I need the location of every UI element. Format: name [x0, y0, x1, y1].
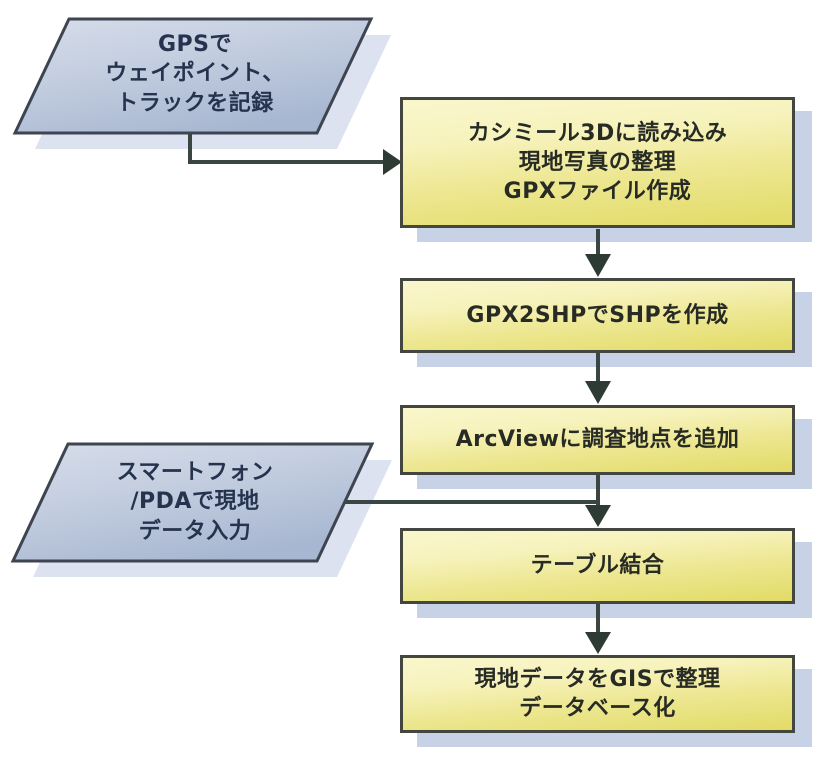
- arrowhead-into-step4: [585, 505, 611, 527]
- process-box-gis-database: 現地データをGISで整理 データベース化: [400, 655, 795, 733]
- process-label-gpx2shp: GPX2SHPでSHPを作成: [466, 302, 729, 328]
- process-box-kashmir3d-import: カシミール3Dに読み込み 現地写真の整理 GPXファイル作成: [400, 97, 795, 228]
- process-box-arcview-add-points: ArcViewに調査地点を追加: [400, 405, 795, 475]
- process-label-arcview-add-points: ArcViewに調査地点を追加: [455, 427, 740, 453]
- arrowhead-into-step5: [585, 632, 611, 654]
- input-parallelogram-smartphone: [10, 442, 375, 563]
- process-box-table-join: テーブル結合: [400, 528, 795, 604]
- arrowhead-into-step3: [585, 381, 611, 404]
- process-label-table-join: テーブル結合: [530, 553, 665, 579]
- arrowhead-into-step2: [585, 254, 611, 277]
- process-label-kashmir3d-import: カシミール3Dに読み込み 現地写真の整理 GPXファイル作成: [467, 120, 728, 205]
- input-parallelogram-gps: [12, 17, 374, 135]
- arrowheads: [383, 149, 611, 654]
- connector-gps-to-step1: [188, 134, 384, 164]
- process-label-gis-database: 現地データをGISで整理 データベース化: [474, 666, 721, 721]
- process-box-gpx2shp: GPX2SHPでSHPを作成: [400, 278, 795, 353]
- arrowhead-into-step1: [383, 149, 402, 175]
- connectors: [188, 134, 600, 633]
